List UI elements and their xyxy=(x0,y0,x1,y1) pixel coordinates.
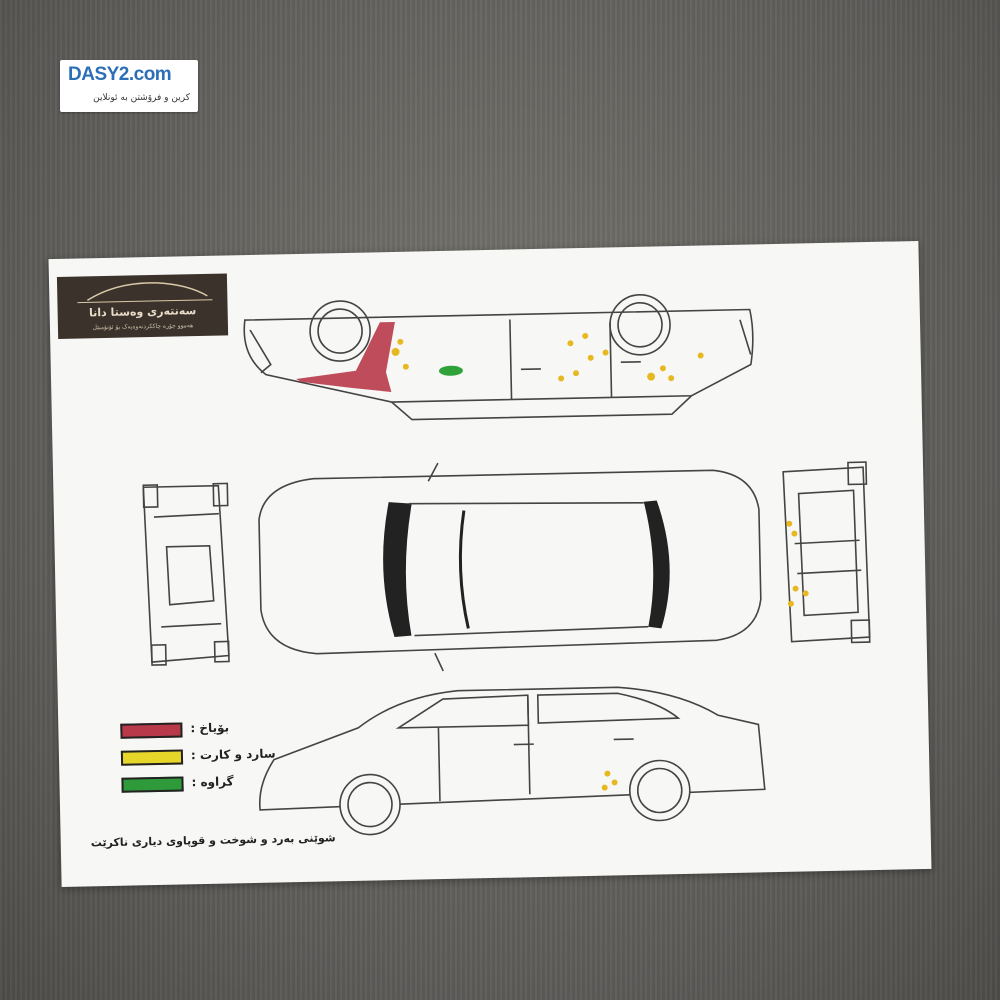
car-top-view xyxy=(258,462,762,672)
watermark-brand: DASY2.com xyxy=(68,64,172,85)
replaced-part-mark xyxy=(438,365,463,376)
car-rear-view xyxy=(782,461,871,644)
legend-swatch-replaced xyxy=(121,776,184,793)
car-side-view-bottom xyxy=(258,686,766,836)
inspection-sheet: سەنتەری وەستا دانا هەموو جۆرە چاککردنەوە… xyxy=(48,240,932,888)
legend-label-paint: بۆیاخ : xyxy=(190,720,230,736)
legend-item-paint: بۆیاخ : xyxy=(120,719,280,739)
filler-marks xyxy=(391,332,809,791)
shop-logo: سەنتەری وەستا دانا هەموو جۆرە چاککردنەوە… xyxy=(56,273,229,339)
legend-swatch-paint xyxy=(120,722,183,739)
legend-swatch-filler xyxy=(120,749,184,766)
legend-label-filler: سارد و کارت : xyxy=(190,746,276,763)
legend-item-replaced: گراوە : xyxy=(121,773,281,793)
watermark-tagline: کرین و فرۆشتن به ئونلاین xyxy=(93,93,190,103)
car-silhouette-icon xyxy=(77,282,213,304)
car-diagram xyxy=(142,294,871,836)
paint-area-mark xyxy=(296,321,395,393)
legend-item-filler: سارد و کارت : xyxy=(120,746,281,766)
legend-label-replaced: گراوە : xyxy=(191,774,234,790)
car-side-view-top xyxy=(243,294,754,421)
watermark-logo: DASY2.com کرین و فرۆشتن به ئونلاین xyxy=(60,60,198,112)
car-front-view xyxy=(142,482,230,666)
